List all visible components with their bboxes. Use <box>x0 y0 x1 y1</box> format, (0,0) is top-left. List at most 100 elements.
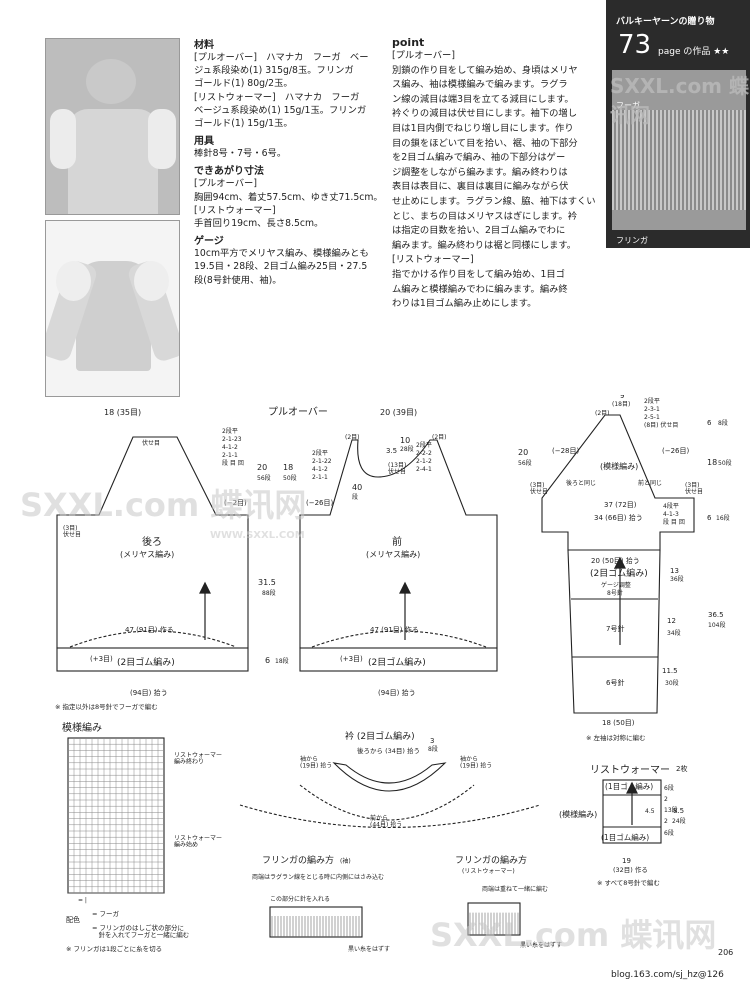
fringe-wrist-line1: 両端は重ねて一緒に編む <box>482 885 548 893</box>
point-line: せ止めにします。ラグラン線、脇、袖下はすくい <box>392 195 596 207</box>
back-side-bind: (−2目) <box>224 499 247 507</box>
page-badge: バルキーヤーンの贈り物 73 page の作品 ★★ フーガ フリンガ <box>606 0 750 248</box>
sweater-photo <box>45 220 180 397</box>
sleeve-rh13: 13 <box>670 567 679 575</box>
materials-line: [リストウォーマー] ハマナカ フーガ <box>194 91 360 103</box>
collar-back-pick: 後ろから (34目) 拾う <box>357 746 420 755</box>
collar-h-sub: 8段 <box>428 745 438 753</box>
wrist-height-sub: 24段 <box>672 817 686 825</box>
front-neck-height-sub: 28段 <box>400 445 414 453</box>
label-fringa: フリンガ <box>616 236 648 245</box>
back-rib <box>56 647 249 672</box>
front-rib <box>299 647 498 672</box>
materials-line: ゴールド(1) 80g/2玉。 <box>194 78 293 90</box>
front-name: 前 <box>392 535 402 548</box>
sleeve-dec: 2段平 <box>644 397 660 405</box>
wrist-rib-bottom: (1目ゴム編み) <box>601 832 649 842</box>
front-rib-label: (2目ゴム編み) <box>368 656 426 668</box>
wrist-part: 2 <box>664 796 668 803</box>
materials-heading: 材料 <box>194 40 214 51</box>
front-neck-bind: (13目)伏せ目 <box>388 462 406 476</box>
front-stitch: (メリヤス編み) <box>366 549 420 559</box>
sleeve-right-side: (−26目) <box>662 447 690 455</box>
sleeve-inc: 4-1-3 <box>663 511 679 518</box>
sleeve-r-h: 18 <box>707 458 717 467</box>
pattern-note: ※ フリンガは1段ごとに糸を切る <box>66 944 162 953</box>
back-pickup: (94目) 拾う <box>130 688 168 697</box>
back-dec-line: 2-1-1 <box>222 452 238 459</box>
sleeve-gauge-adj: ゲージ調整 <box>601 581 631 589</box>
sleeve-rib: (2目ゴム編み) <box>590 567 648 579</box>
badge-title: バルキーヤーンの贈り物 <box>616 17 715 27</box>
point-line: 衿ぐりの減目は伏せ目にします。袖下の増し <box>392 108 578 120</box>
point-line: 目は1目内側でねじり増し目にします。作り <box>392 122 574 134</box>
back-inc: (+3目) <box>90 655 113 663</box>
sleeve-inc: 4段平 <box>663 502 679 510</box>
wrist-note: ※ すべて8号針で編む <box>597 878 660 887</box>
fringe-wrist-line2: 黒い糸をはずす <box>520 941 562 949</box>
sleeve-w2: 34 (66目) 拾う <box>594 513 643 522</box>
materials-line: ジュ系段染め(1) 315g/8玉。フリンガ <box>194 65 354 77</box>
front-h3: 40 <box>352 483 362 492</box>
point-line: ム編みと模様編みでわに編みます。編み終 <box>392 283 568 295</box>
size-line: [プルオーバー] <box>194 178 257 190</box>
sleeve-h1-sub: 56段 <box>518 459 532 467</box>
collar-h: 3 <box>430 737 434 745</box>
sleeve-inc: 段 目 回 <box>663 518 685 526</box>
pattern-wrist-end: リストウォーマー編み終わり <box>174 751 222 766</box>
wrist-part: 6段 <box>664 784 674 792</box>
back-name: 後ろ <box>142 535 162 548</box>
blog-url: blog.163.com/sj_hz@126 <box>611 970 724 980</box>
fringe-body-line2: この部分に針を入れる <box>270 895 330 903</box>
front-inc: (+3目) <box>340 655 363 663</box>
gauge-line: 段(8号針使用、袖)。 <box>194 274 282 286</box>
wrist-count: 2枚 <box>676 764 687 773</box>
point-line: わりは1目ゴム編み止めにします。 <box>392 298 537 310</box>
collar-left: 袖から(19目) 拾う <box>300 755 332 770</box>
sleeve-needle7: 7号針 <box>606 624 624 633</box>
wrist-height: 8.5 <box>673 807 684 815</box>
front-h2-sub: 50段 <box>283 474 297 482</box>
badge-page-number: 73 <box>618 30 652 60</box>
sleeve-r-h2: 6 <box>707 514 712 522</box>
front-pickup: (94目) 拾う <box>378 688 416 697</box>
sleeve-rh13-sub: 36段 <box>670 575 684 583</box>
front-neck-dec: 2-2-2 <box>416 450 432 457</box>
sleeve-dec: (8目) 伏せ目 <box>644 421 678 429</box>
knitting-diagrams: プルオーバー 18 (35目) 伏せ目 2段平 2-1-23 4-1-2 2-1… <box>55 395 732 953</box>
sleeve-lower <box>567 549 661 714</box>
watermark-mid: SXXL.com 蝶讯网 <box>20 486 307 524</box>
front-dec: 2-1-22 <box>312 458 332 465</box>
wrist-part: 13段 <box>664 806 678 814</box>
point-line: 目の鎖をほどいて目を拾い、裾、袖の下部分 <box>392 137 578 149</box>
back-dec-line: 4-1-2 <box>222 444 238 451</box>
wrist-rib-top: (1目ゴム編み) <box>605 781 653 791</box>
back-cast: 47 (91目) 作る <box>125 625 174 634</box>
point-line: [リストウォーマー] <box>392 254 474 266</box>
gauge-heading: ゲージ <box>194 236 224 248</box>
front-h3-sub: 段 <box>352 493 358 501</box>
point-line: ン線の減目は端3目を立てる減目にします。 <box>392 93 574 105</box>
size-line: [リストウォーマー] <box>194 204 276 216</box>
sleeve-right-h-sub: 8段 <box>718 419 728 427</box>
front-cast: 47 (91目) 作る <box>370 625 419 634</box>
watermark-bottom: SXXL.com 蝶讯网 <box>430 916 717 954</box>
back-note: ※ 指定以外は8号針でフーガで編む <box>55 702 158 711</box>
materials-line: [プルオーバー] ハマナカ フーガ ベー <box>194 52 369 63</box>
materials-line: ゴールド(1) 15g/1玉。 <box>194 118 293 130</box>
fringe-wrist-sub: (リストウォーマー) <box>462 867 515 875</box>
sleeve-total: 36.5 <box>708 611 724 619</box>
sleeve-corner-left: (2目) <box>595 410 610 417</box>
front-piece-outline <box>299 439 498 649</box>
back-rib-height: 6 <box>265 656 270 665</box>
gauge-line: 10cm平方でメリヤス編み、模様編みとも <box>194 248 369 260</box>
point-line: とじ、まちの目はメリヤスはぎにします。衿 <box>392 210 578 222</box>
label-fuga: フーガ <box>616 101 640 110</box>
point-line: 別鎖の作り目をして編み始め、身頃はメリヤ <box>392 64 578 76</box>
back-rib-label: (2目ゴム編み) <box>117 656 175 668</box>
point-line: 表目は表目に、裏目は裏目に編みながら伏 <box>392 181 569 193</box>
badge-page-label: page の作品 ★★ <box>658 47 730 57</box>
wrist-stitch: (模様編み) <box>559 809 597 819</box>
back-dec-line: 2段平 <box>222 427 238 435</box>
sleeve-note: ※ 左袖は対称に編む <box>586 733 646 742</box>
